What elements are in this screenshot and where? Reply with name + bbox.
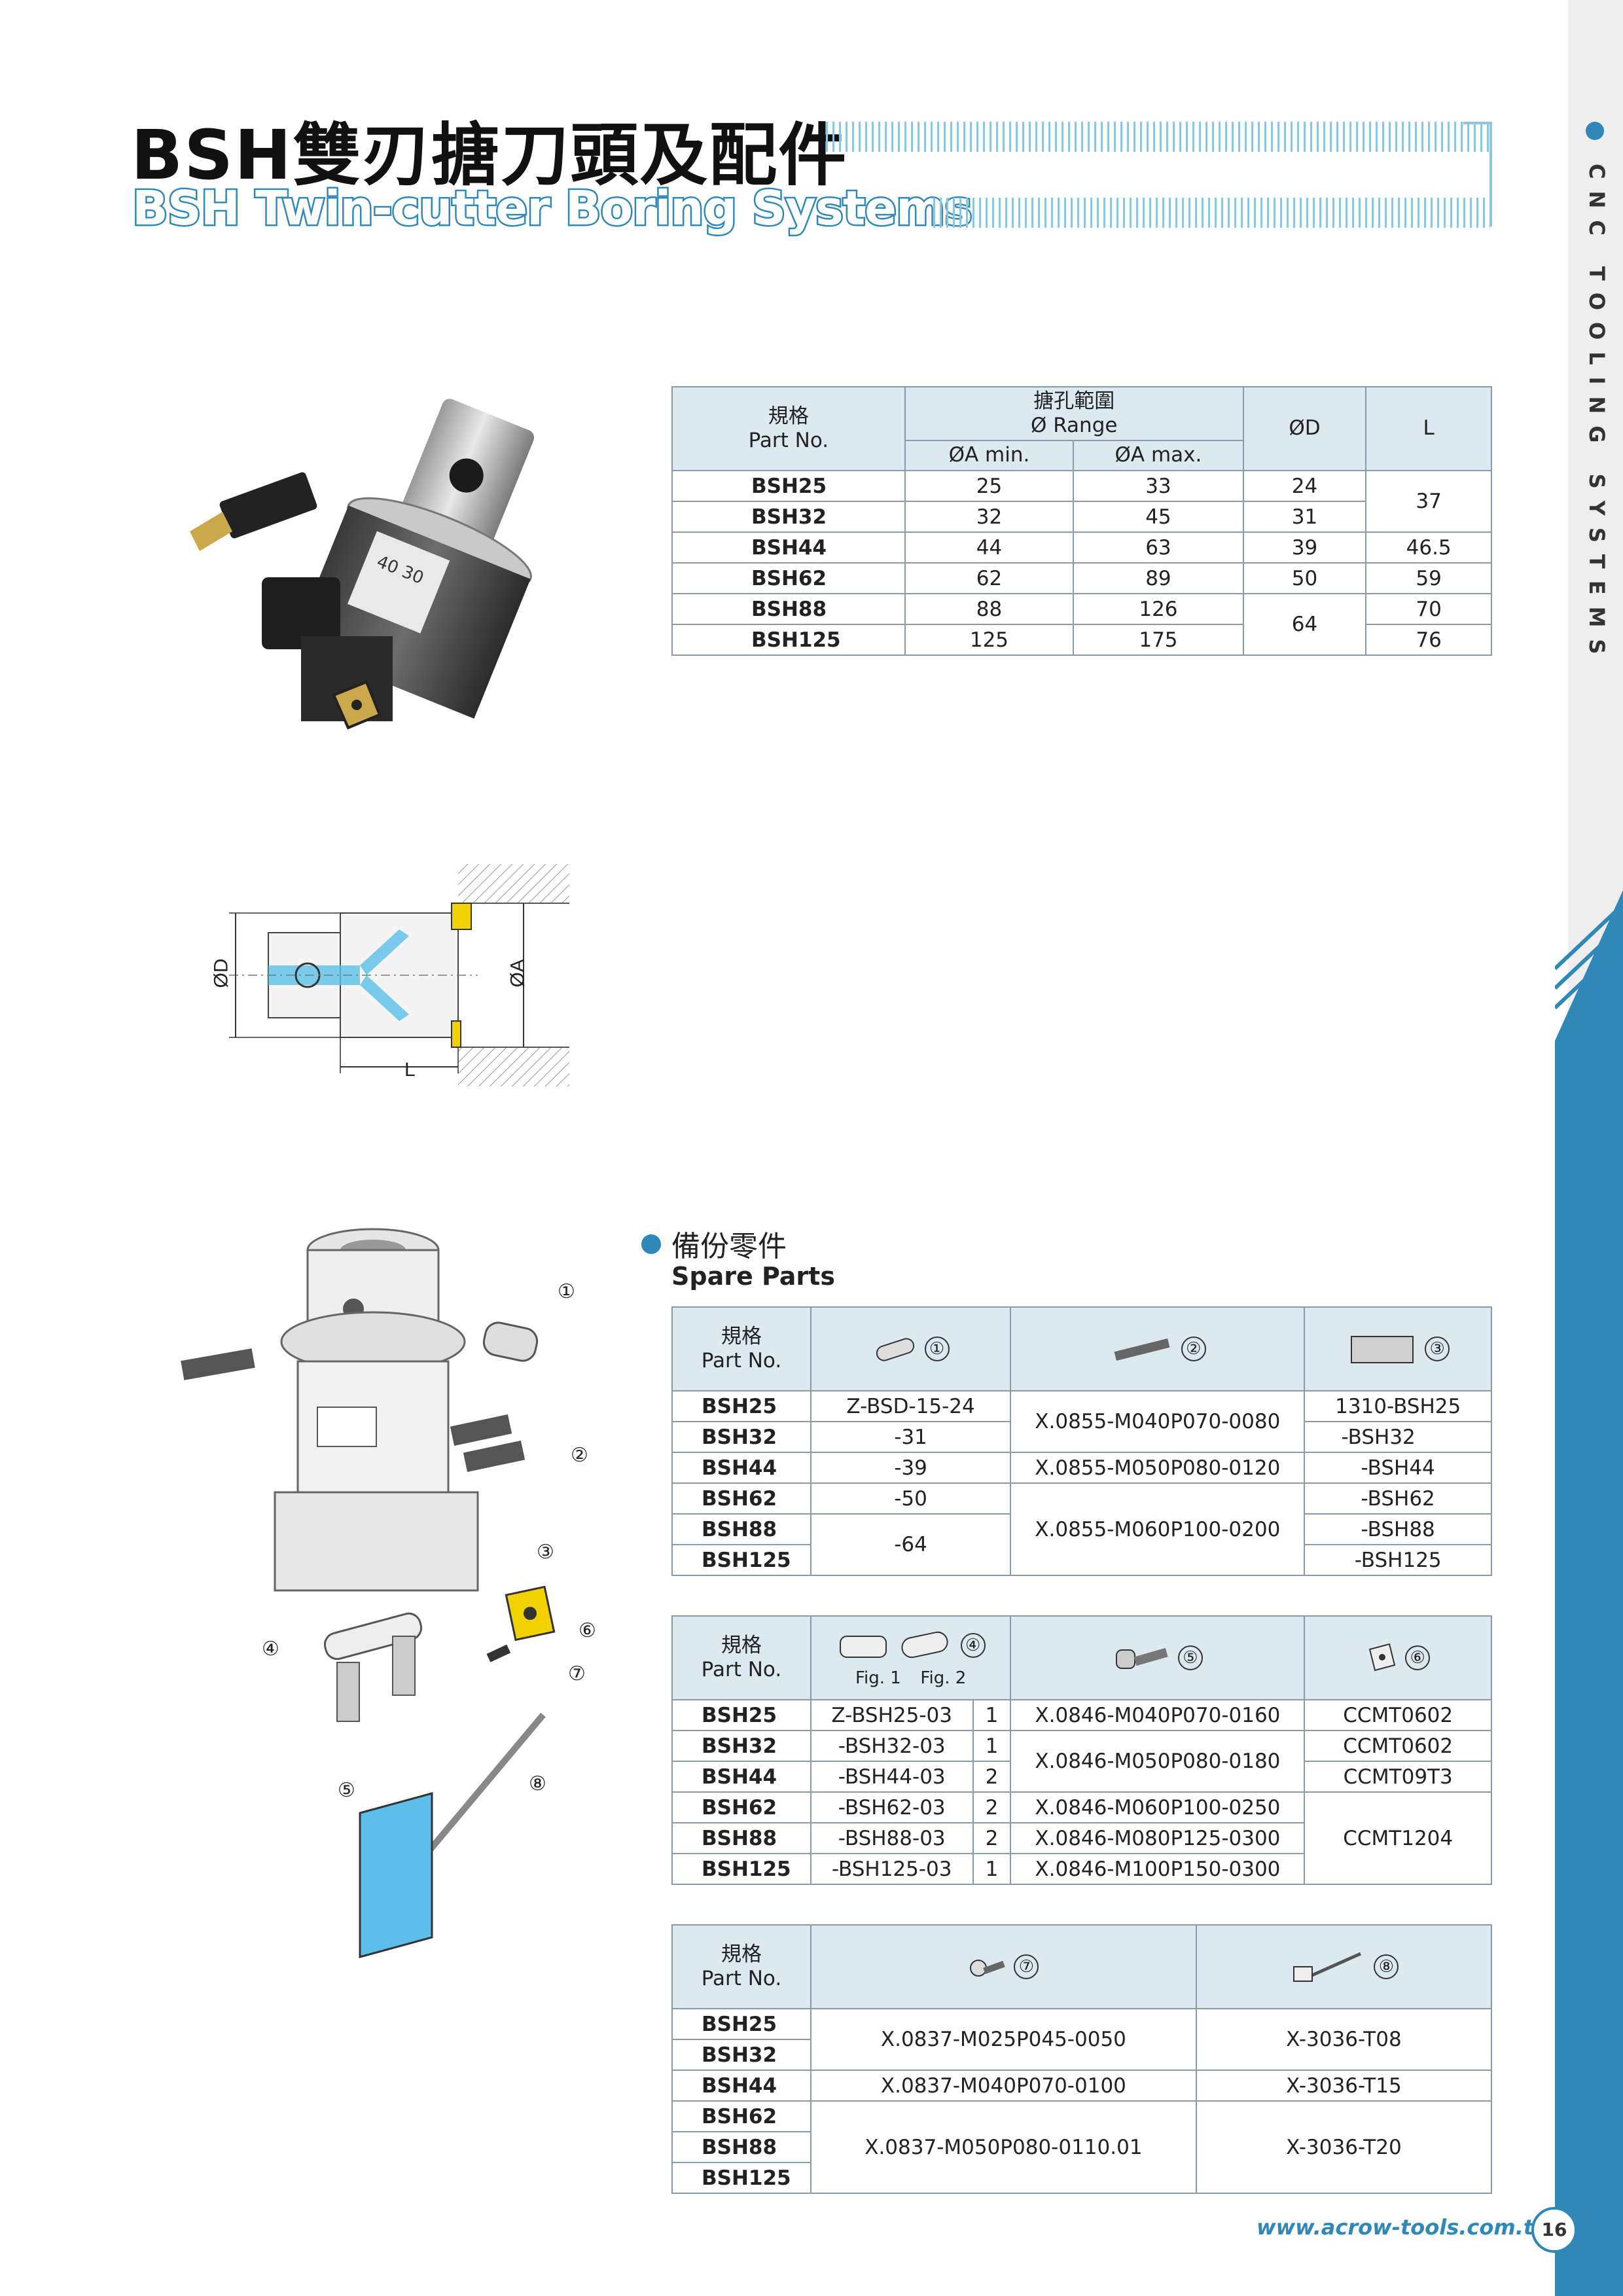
- technical-drawing: [229, 864, 569, 1086]
- title-hatch-bottom: [933, 198, 1490, 228]
- clamp-plate-icon: [839, 1632, 948, 1659]
- table-row: BSH125-BSH125: [671, 1544, 1492, 1576]
- spare-bullet: [641, 1234, 661, 1254]
- callout-7: ⑦: [568, 1663, 586, 1685]
- side-label: CNC TOOLING SYSTEMS: [1584, 164, 1609, 666]
- insert-screw-icon: [970, 1960, 1006, 1977]
- callout-8: ⑧: [529, 1773, 546, 1795]
- th-cartridge: ③: [1304, 1306, 1492, 1391]
- callout-4: ④: [262, 1638, 279, 1660]
- footer-url[interactable]: www.acrow-tools.com.tw: [1257, 2215, 1553, 2240]
- th-l: L: [1365, 386, 1492, 471]
- th-pin: ①: [810, 1306, 1012, 1391]
- spare-title-cn: 備份零件: [671, 1230, 787, 1263]
- torx-wrench-icon: [1293, 1952, 1362, 1982]
- dim-oa-label: ØA: [507, 959, 529, 988]
- pin-icon: [876, 1338, 914, 1361]
- th-amin: ØA min.: [904, 440, 1075, 471]
- page-title-cn: BSH雙刃搪刀頭及配件: [131, 115, 848, 195]
- th-screw: ②: [1010, 1306, 1306, 1391]
- th-insert-screw: ⑦: [810, 1924, 1197, 2009]
- product-photo: 40 30: [190, 399, 535, 730]
- side-blue-panel: [1555, 890, 1623, 2296]
- th-d: ØD: [1242, 386, 1367, 471]
- fig1-label: Fig. 1: [855, 1668, 901, 1689]
- table-row: BSH32-31-BSH32: [671, 1421, 1492, 1453]
- table-row: BSH125: [671, 2162, 1491, 2194]
- th-amax: ØA max.: [1073, 440, 1244, 471]
- table-row: BSH32: [671, 2039, 1491, 2071]
- set-screw-icon: [1114, 1338, 1170, 1361]
- th-clamp: ④ Fig. 1 Fig. 2: [810, 1615, 1012, 1700]
- spare-title-en: Spare Parts: [671, 1262, 835, 1291]
- callout-1: ①: [558, 1281, 575, 1302]
- table-row: BSH88: [671, 2131, 1491, 2163]
- table-row: BSH88-64-BSH88: [671, 1513, 1492, 1576]
- page-number: 16: [1531, 2207, 1577, 2253]
- th-wrench: ⑧: [1195, 1924, 1493, 2009]
- dim-od-label: ØD: [210, 958, 232, 988]
- th-insert: ⑥: [1304, 1615, 1492, 1700]
- callout-3: ③: [537, 1541, 554, 1563]
- th-cap-screw: ⑤: [1010, 1615, 1306, 1700]
- callout-2: ②: [571, 1444, 588, 1466]
- cartridge-icon: [1351, 1336, 1414, 1363]
- callout-5: ⑤: [338, 1780, 355, 1801]
- side-dot: [1586, 122, 1604, 140]
- cap-screw-icon: [1115, 1647, 1168, 1669]
- exploded-view: [181, 1228, 556, 1958]
- callout-6: ⑥: [579, 1620, 596, 1641]
- page-title-en: BSH Twin-cutter Boring Systems: [131, 179, 974, 238]
- title-hatch-top: [826, 122, 1490, 152]
- fig2-label: Fig. 2: [920, 1668, 967, 1689]
- title-bracket: [1463, 122, 1492, 226]
- dim-l-label: L: [404, 1059, 416, 1081]
- insert-icon: [1368, 1643, 1396, 1672]
